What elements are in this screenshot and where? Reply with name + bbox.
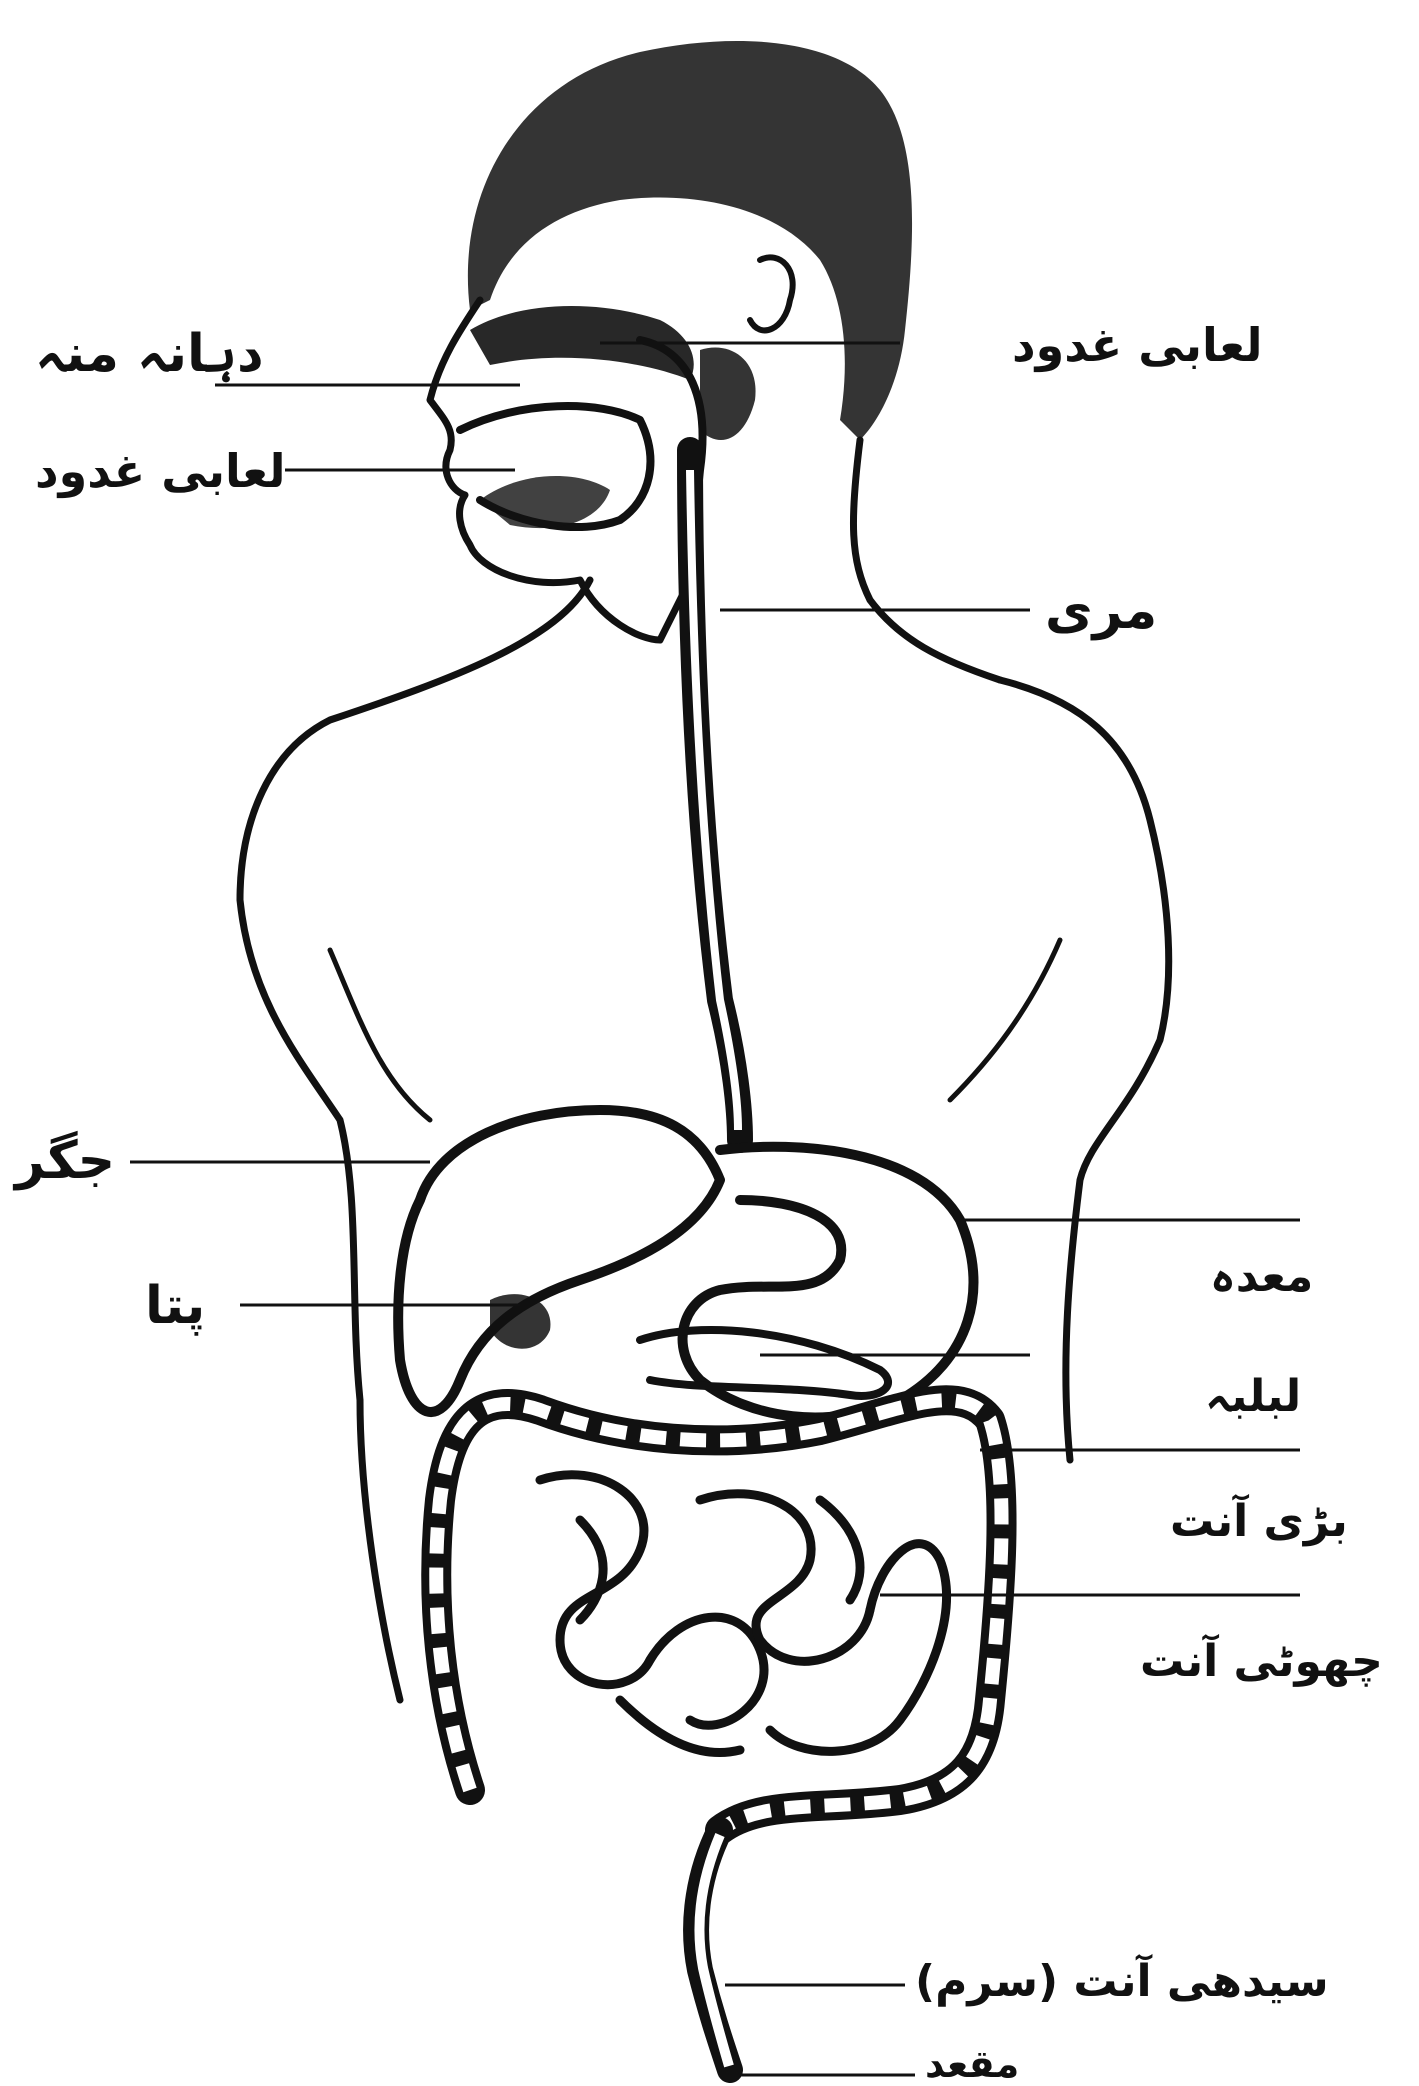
esophagus-tube — [690, 450, 740, 1140]
label-salivary-gland-right: لعابی غدود — [1012, 322, 1263, 368]
label-pancreas: لبلبہ — [1205, 1375, 1301, 1419]
label-esophagus: مری — [1045, 585, 1157, 637]
torso-outline — [240, 580, 590, 1700]
pancreas — [640, 1330, 888, 1396]
label-rectum: سیدھی آنت (سرم) — [915, 1960, 1329, 2004]
label-mouth: دہانہ منہ — [35, 328, 264, 380]
ribs-left — [330, 950, 430, 1120]
label-liver: جگر — [15, 1135, 115, 1187]
ear — [750, 257, 793, 330]
stomach — [683, 1147, 974, 1418]
label-small-intestine: چھوٹی آنت — [1140, 1640, 1383, 1684]
ribs-right — [950, 940, 1060, 1100]
label-anus: مقعد — [925, 2045, 1019, 2083]
tongue — [480, 476, 610, 528]
label-stomach: معدہ — [1210, 1255, 1313, 1299]
gallbladder — [490, 1294, 550, 1349]
small-intestine — [540, 1475, 946, 1753]
neck-back — [853, 440, 1000, 680]
torso-outline-right — [1000, 680, 1169, 1460]
salivary-glands — [700, 347, 756, 440]
label-salivary-gland-left: لعابی غدود — [35, 448, 286, 494]
liver — [398, 1110, 720, 1412]
label-large-intestine: بڑی آنت — [1170, 1500, 1348, 1544]
label-gallbladder: پتا — [145, 1280, 205, 1332]
